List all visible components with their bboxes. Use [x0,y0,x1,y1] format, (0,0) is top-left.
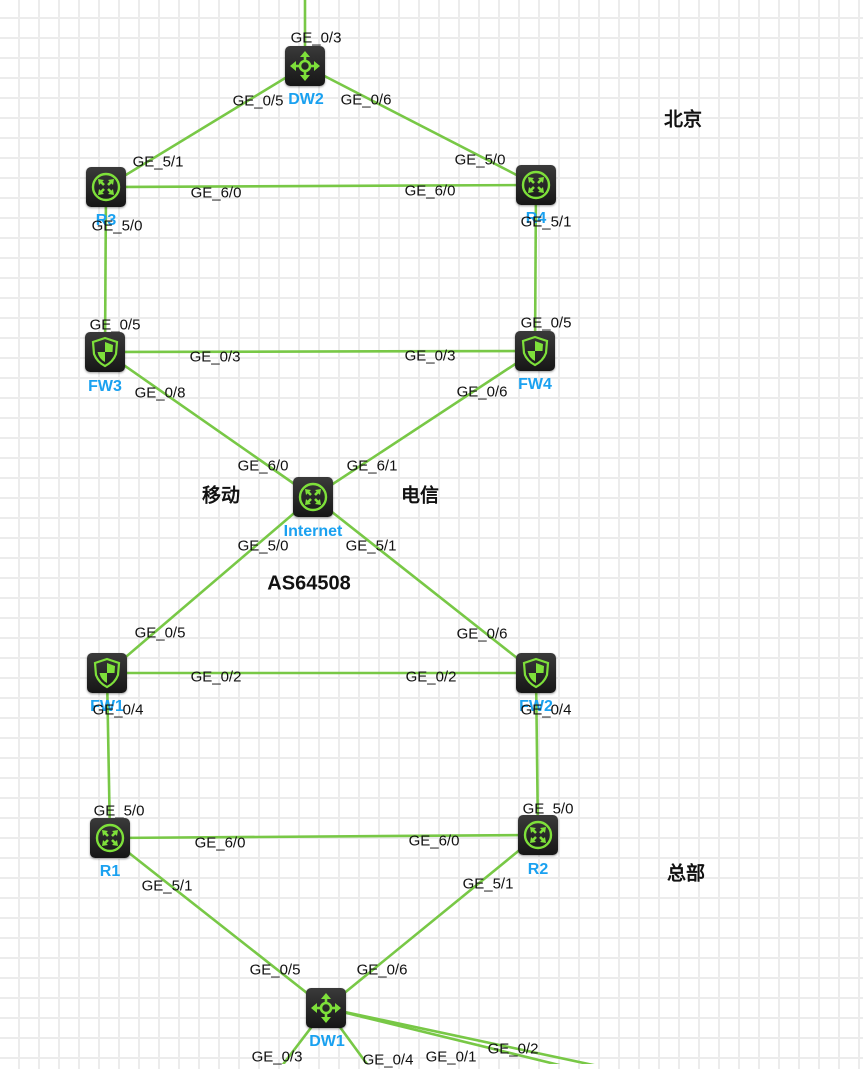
links-layer [103,0,595,1064]
port-label-internet: GE_5/1 [345,537,397,555]
port-label-fw4: GE_0/5 [520,314,572,332]
port-label-fw1: GE_0/5 [134,624,186,642]
device-label-r4: R4 [525,210,547,227]
firewall-shield-icon [89,336,121,368]
device-label-r1: R1 [99,863,121,880]
device-fw2[interactable] [516,653,556,693]
port-label-r2: GE_5/1 [462,875,514,893]
firewall-shield-icon [519,335,551,367]
port-label-r4: GE_5/0 [454,151,506,169]
port-label-fw2: GE_0/4 [520,701,572,719]
device-label-dw1: DW1 [309,1033,345,1050]
router-icon [94,822,126,854]
port-label-r2: GE_5/0 [522,800,574,818]
device-label-dw2: DW2 [288,91,324,108]
device-r4[interactable] [516,165,556,205]
link-r2-dw1[interactable] [325,833,539,1010]
port-label-r3: GE_6/0 [190,184,242,202]
port-label-internet: GE_6/1 [346,457,398,475]
device-internet[interactable] [293,477,333,517]
router-icon [90,171,122,203]
port-label-r1: GE_5/1 [141,877,193,895]
device-label-fw1: FW1 [90,698,124,715]
device-label-r3: R3 [95,212,117,229]
link-r3-fw3[interactable] [103,186,108,353]
port-label-dw1: GE_0/1 [425,1048,477,1066]
port-label-fw2: GE_0/6 [456,625,508,643]
link-fw3-fw4[interactable] [104,349,536,354]
router-icon [522,819,554,851]
device-fw3[interactable] [85,332,125,372]
region-label-telecom: 电信 [400,484,440,507]
port-label-dw2: GE_0/5 [232,92,284,110]
link-r4-fw4[interactable] [533,184,538,352]
port-label-dw1: GE_0/4 [362,1051,414,1069]
as-number-label: AS64508 [267,572,351,595]
link-dw2-r4[interactable] [304,64,537,187]
port-label-r3: GE_5/0 [91,217,143,235]
port-label-r4: GE_5/1 [520,213,572,231]
link-fw4-internet[interactable] [312,349,536,499]
link-fw3-internet[interactable] [104,350,314,499]
port-label-fw4: GE_0/3 [404,347,456,365]
port-label-internet: GE_5/0 [237,537,289,555]
port-label-dw1: GE_0/6 [356,961,408,979]
router-icon [297,481,329,513]
port-label-internet: GE_6/0 [237,457,289,475]
port-label-fw1: GE_0/2 [190,668,242,686]
port-label-r2: GE_6/0 [408,832,460,850]
link-r1-dw1[interactable] [109,836,327,1010]
device-r1[interactable] [90,818,130,858]
link-internet-fw2[interactable] [312,495,537,675]
port-label-fw1: GE_0/4 [92,701,144,719]
device-label-fw4: FW4 [518,376,552,393]
port-label-r3: GE_5/1 [132,153,184,171]
device-r2[interactable] [518,815,558,855]
firewall-shield-icon [520,657,552,689]
port-label-fw4: GE_0/6 [456,383,508,401]
port-label-fw2: GE_0/2 [405,668,457,686]
device-label-fw2: FW2 [519,698,553,715]
layer3-switch-icon [289,50,321,82]
port-label-fw3: GE_0/3 [189,348,241,366]
port-label-dw1: GE_0/3 [251,1048,303,1066]
router-icon [520,169,552,201]
port-label-r4: GE_6/0 [404,182,456,200]
port-label-dw2: GE_0/3 [290,29,342,47]
device-dw1[interactable] [306,988,346,1028]
device-r3[interactable] [86,167,126,207]
device-label-r2: R2 [527,861,549,878]
port-label-dw1: GE_0/5 [249,961,301,979]
port-label-dw2: GE_0/6 [340,91,392,109]
region-label-beijing: 北京 [663,108,703,131]
firewall-shield-icon [91,657,123,689]
device-label-fw3: FW3 [88,378,122,395]
device-label-internet: Internet [283,523,343,540]
device-fw1[interactable] [87,653,127,693]
device-dw2[interactable] [285,46,325,86]
port-label-fw3: GE_0/5 [89,316,141,334]
link-fw2-r2[interactable] [534,672,540,836]
link-fw1-r1[interactable] [105,672,112,839]
port-label-r1: GE_6/0 [194,834,246,852]
region-label-mobile: 移动 [201,484,241,507]
device-fw4[interactable] [515,331,555,371]
layer3-switch-icon [310,992,342,1024]
link-r1-r2[interactable] [109,833,539,840]
region-label-headquarters: 总部 [666,862,706,885]
link-dw2-r3[interactable] [105,64,306,189]
port-label-r1: GE_5/0 [93,802,145,820]
port-label-fw3: GE_0/8 [134,384,186,402]
port-label-dw1: GE_0/2 [487,1040,539,1058]
link-internet-fw1[interactable] [106,496,314,674]
link-r3-r4[interactable] [105,183,537,189]
